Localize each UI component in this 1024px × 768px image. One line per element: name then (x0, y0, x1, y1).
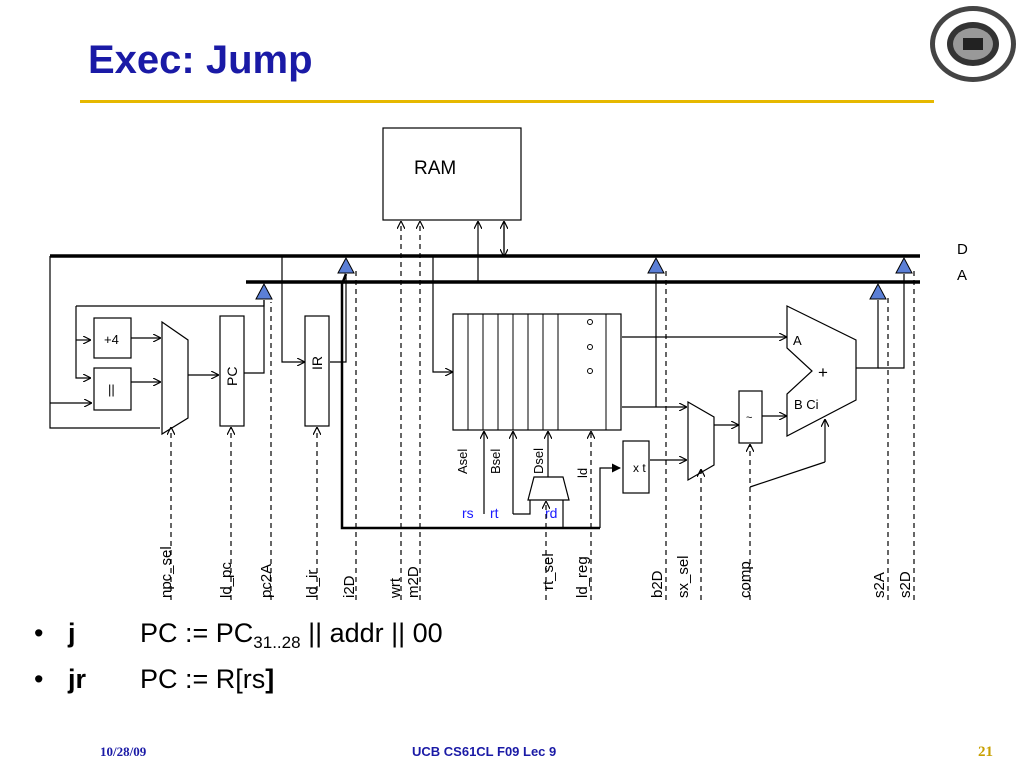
signal-s2d: s2D (897, 571, 914, 598)
bullet-dot: • (34, 618, 44, 648)
signal-ld-reg: ld_reg (574, 556, 591, 598)
field-rs-label: rs (462, 505, 474, 521)
alu (786, 305, 857, 437)
alu-input-a-label: A (793, 333, 802, 348)
bullet-dot: • (34, 664, 44, 694)
field-rd-label: rd (545, 505, 557, 521)
bus-label-a: A (957, 267, 967, 284)
bullet-expr-jr: PC := R[rs] (140, 664, 275, 694)
signal-pc2a: pc2A (258, 564, 275, 598)
bullet-expr-j: PC := PC31..28 || addr || 00 (140, 618, 443, 652)
ir-register (304, 315, 330, 427)
increment-block (93, 317, 132, 359)
signal-b2d: b2D (649, 570, 666, 598)
ram-connections (401, 222, 504, 600)
signal-rt-sel: rt_sel (540, 553, 557, 590)
rt-rd-mux (527, 476, 570, 501)
field-rt-label: rt (490, 505, 499, 521)
sign-extend-block (622, 440, 650, 494)
exec-wiring (432, 256, 905, 528)
concat-label: || (108, 382, 115, 397)
pc-label: PC (224, 367, 240, 386)
bus-drivers (255, 256, 913, 300)
control-lines (171, 270, 915, 600)
bsel-label: Bsel (488, 449, 503, 474)
signal-ld-ir: ld_ir (304, 570, 321, 598)
signal-sx-sel: sx_sel (675, 555, 692, 598)
concat-block (93, 367, 132, 411)
ir-label: IR (309, 356, 325, 370)
signal-i2d: i2D (341, 575, 358, 598)
title-underline (80, 100, 934, 103)
sign-extend-label: x t (633, 461, 646, 475)
footer-course: UCB CS61CL F09 Lec 9 (412, 744, 557, 759)
slide-title: Exec: Jump (88, 38, 313, 82)
npc-mux (161, 320, 189, 436)
alu-b-mux (687, 400, 715, 482)
footer-date: 10/28/09 (100, 744, 147, 759)
asel-label: Asel (455, 449, 470, 474)
complement-block (738, 390, 763, 444)
complement-label: ~ (746, 412, 752, 424)
register-file (452, 313, 622, 431)
bus-label-d: D (957, 241, 968, 258)
bullet-op-j: j (68, 618, 76, 648)
ram-label: RAM (414, 158, 456, 179)
signal-npc-sel: npc_sel (158, 546, 175, 598)
dsel-label: Dsel (531, 448, 546, 474)
signal-s2a: s2A (871, 572, 888, 598)
fetch-wiring (49, 256, 347, 429)
signal-m2d: m2D (405, 566, 422, 598)
pc-register (219, 315, 245, 427)
ld-label: ld (575, 468, 590, 478)
bullet-op-jr: jr (68, 664, 87, 694)
signal-comp: comp (737, 561, 754, 598)
alu-plus-label: + (818, 363, 828, 382)
alu-input-b-label: B Ci (794, 397, 819, 412)
signal-wrt: wrt (387, 577, 404, 599)
control-signal-labels: npc_sel ld_pc pc2A ld_ir i2D wrt m2D rt_… (158, 546, 914, 599)
signal-ld-pc: ld_pc (218, 562, 235, 598)
ir-field-bus (340, 273, 600, 530)
ram-block (382, 127, 522, 221)
footer-page-number: 21 (978, 744, 993, 760)
increment-label: +4 (104, 332, 119, 347)
university-seal-logo (930, 6, 1016, 82)
